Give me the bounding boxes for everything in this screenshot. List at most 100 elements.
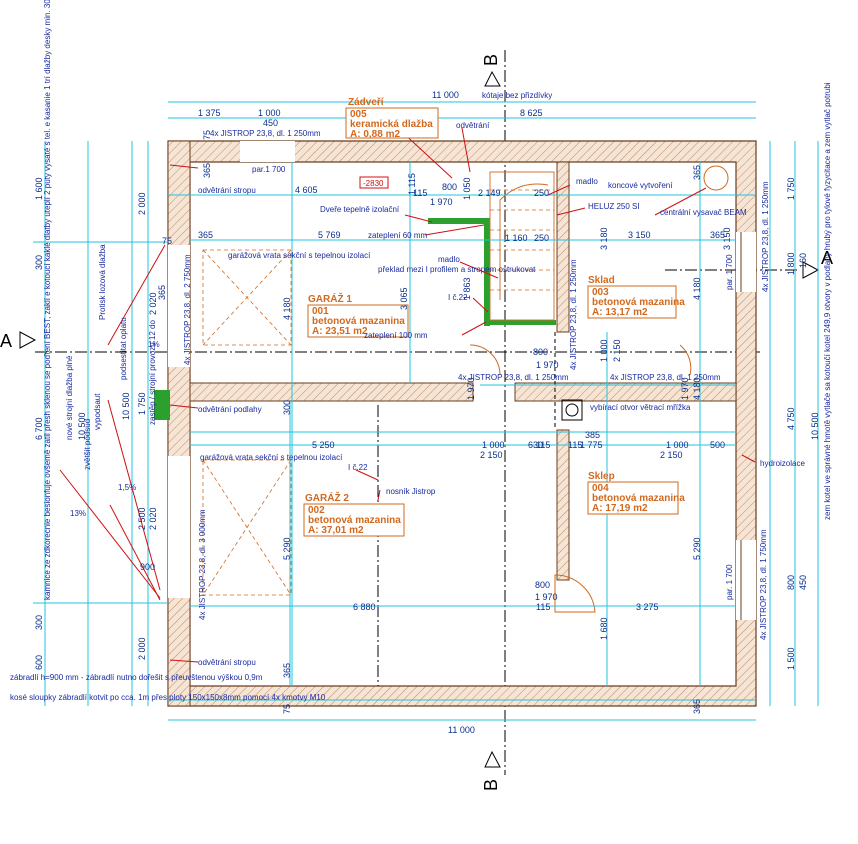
- dim-900: 900: [140, 562, 155, 572]
- dim-1050: 1 050: [462, 177, 472, 200]
- label-madlo-1: madlo: [438, 255, 460, 264]
- dim-r-450: 450: [798, 575, 808, 590]
- dim-2149: 2 149: [478, 188, 501, 198]
- axis-a-left-label: A: [0, 331, 12, 351]
- dim-l-2000a: 2 000: [137, 192, 147, 215]
- room-sklad: Sklad 003 betonová mazanina A: 13,17 m2: [587, 275, 685, 319]
- dim-v-75b: 75: [162, 236, 172, 246]
- dim-bottom-75: 75: [282, 704, 292, 714]
- dim-385: 385: [585, 430, 600, 440]
- axis-a-left-marker: A: [0, 331, 37, 351]
- dim-v-3065: 3 065: [399, 287, 409, 310]
- label-garaz-vrata-2: garážová vrata sekční s tepelnou izolací: [200, 453, 343, 462]
- dim-r-par1700b: par. 1 700: [725, 564, 734, 600]
- dim-r-800: 800: [786, 575, 796, 590]
- dim-5769: 5 769: [318, 230, 341, 240]
- dim-1970b: 1 970: [536, 360, 559, 370]
- ventilation-circle: [565, 403, 579, 417]
- sklad-door: [679, 344, 692, 376]
- dim-4605: 4 605: [295, 185, 318, 195]
- room-number: 005: [350, 109, 367, 120]
- dim-l-2000b: 2 000: [137, 637, 147, 660]
- label-nosnik: nosník Jistrop: [386, 487, 436, 496]
- label-madlo-2: madlo: [576, 177, 598, 186]
- central-vacuum-symbol: [703, 165, 729, 191]
- dim-r-3150: 3 150: [722, 227, 732, 250]
- dim-v-5290b: 5 290: [692, 537, 702, 560]
- label-zatepleni100: zateplení 100 mm: [364, 331, 428, 340]
- label-heluz: HELUZ 250 SI: [588, 202, 640, 211]
- room-name: Sklad: [588, 275, 615, 286]
- room-floor: betonová mazanina: [592, 297, 685, 308]
- dim-overall-note: kótaje bez přizdívky: [482, 91, 552, 100]
- dim-v-4180a: 4 180: [282, 297, 292, 320]
- label-zabradli2: kosé sloupky zábradlí kotvit po cca. 1m …: [10, 693, 326, 702]
- room-area: A: 0,88 m2: [350, 129, 400, 140]
- room-area: A: 17,19 m2: [592, 503, 648, 514]
- label-zatepleni60: zateplení 60 mm: [368, 231, 427, 240]
- room-garaz2: GARÁŽ 2 002 betonová mazanina A: 37,01 m…: [303, 491, 405, 537]
- room-floor: keramická dlažba: [350, 119, 433, 130]
- label-zabradli: zábradlí h=900 mm - zábradlí nutno dořeš…: [10, 673, 263, 682]
- dim-l-1750: 1 750: [137, 392, 147, 415]
- dim-l-2020: 2 020: [148, 507, 158, 530]
- dim-l-10500: 10 500: [77, 412, 87, 440]
- dim-v-5290a: 5 290: [282, 537, 292, 560]
- garage1-door-swing: [202, 249, 292, 346]
- label-pct1: 1%: [148, 340, 160, 349]
- label-pct13: 13%: [70, 509, 86, 518]
- dim-1970d: 1 970: [466, 377, 476, 400]
- dim-1863: 1 863: [462, 277, 472, 300]
- dim-1970e: 1 970: [680, 377, 690, 400]
- room-floor: betonová mazanina: [312, 316, 405, 327]
- dim-r-160: 160: [798, 253, 808, 268]
- dim-1000b: 1 000: [666, 440, 689, 450]
- label-left-note: kamnice ze zdkorecnie besionfuje ovšemě …: [43, 0, 52, 600]
- room-name: Sklep: [588, 471, 615, 482]
- dim-r-par1700a: par. 1 700: [725, 254, 734, 290]
- axis-a-right-marker: A: [802, 248, 833, 279]
- label-protisk: Protisk lozová dlažba: [98, 244, 107, 320]
- garage-door-swing-arc: [469, 344, 501, 376]
- room-number: 004: [592, 483, 609, 494]
- dimension-lines: [33, 101, 819, 721]
- label-koncove: koncové vytvoření: [608, 181, 673, 190]
- label-left-mid2: vypodsaut: [93, 393, 102, 430]
- dim-800b: 800: [533, 347, 548, 357]
- dim-630: 630: [528, 440, 543, 450]
- label-jistrop-right1: 4x JISTROP 23,8, dl. 1 250mm: [761, 181, 770, 292]
- dim-1775: 1 775: [580, 440, 603, 450]
- dim-l-2020b: 2 020: [148, 292, 158, 315]
- axis-b-top-marker: B: [481, 54, 501, 87]
- dim-top-1375: 1 375: [198, 108, 221, 118]
- dim-v-2150: 2 150: [612, 339, 622, 362]
- label-centralni: centrální vysavač BEAM: [660, 208, 747, 217]
- label-dvere: Dveře tepelně izolační: [320, 205, 400, 214]
- axis-b-top-label: B: [481, 54, 501, 66]
- dim-l-10500b: 10 500: [121, 392, 131, 420]
- room-garaz1: GARÁŽ 1 001 betonová mazanina A: 23,51 m…: [307, 292, 409, 338]
- label-jistrop-left1: 4x JISTROP 23,8, dl. 2 750mm: [183, 254, 192, 365]
- dim-l-600: 600: [34, 655, 44, 670]
- dim-r-1750: 1 750: [786, 177, 796, 200]
- label-left-mid1: nové strojní dlažba plné: [65, 355, 74, 440]
- dim-500: 500: [710, 440, 725, 450]
- dim-v-365c: 365: [282, 663, 292, 678]
- insulation-bottom: [486, 320, 556, 325]
- dim-250b: 250: [534, 233, 549, 243]
- dim-v-365d: 365: [157, 285, 167, 300]
- dim-top-450: 450: [263, 118, 278, 128]
- dim-365b: 365: [710, 230, 725, 240]
- axis-b-bottom-label: B: [481, 779, 501, 791]
- dim-bottom-365: 365: [692, 699, 702, 714]
- dim-l-6700: 6 700: [34, 417, 44, 440]
- dim-5250: 5 250: [312, 440, 335, 450]
- dim-250a: 250: [534, 188, 549, 198]
- insulation-top: [428, 218, 490, 224]
- dim-1115: 1 115: [407, 173, 417, 195]
- label-jistrop-top: 4x JISTROP 23,8, dl. 1 250mm: [210, 129, 321, 138]
- label-left-mid4: podsestitat oplatu: [119, 317, 128, 380]
- dim-r-1800: 1 800: [786, 252, 796, 275]
- dim-top-8625: 8 625: [520, 108, 543, 118]
